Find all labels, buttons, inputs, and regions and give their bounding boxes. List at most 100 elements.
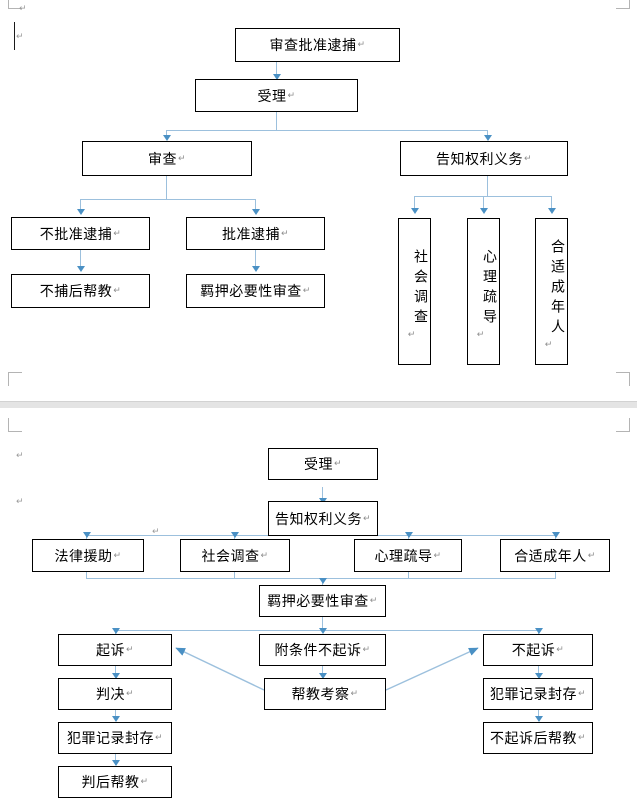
arrowhead-icon xyxy=(405,532,413,538)
flow-node-审查批准逮捕[interactable]: 审查批准逮捕↵ xyxy=(235,28,400,62)
paragraph-mark: ↵ xyxy=(140,777,149,787)
flow-node-社会调查[interactable]: 社会调查↵ xyxy=(180,539,290,572)
arrowhead-icon xyxy=(77,209,85,215)
flow-node-label: 受理 xyxy=(303,457,333,473)
flow-node-受理[interactable]: 受理↵ xyxy=(195,79,358,112)
connector-segment xyxy=(80,250,82,268)
flow-node-label: 社会调查 xyxy=(412,249,428,329)
connector-segment xyxy=(276,62,278,78)
flow-node-label: 心理疏导 xyxy=(374,548,433,565)
connector-segment xyxy=(322,487,324,501)
diagonal-connectors xyxy=(175,647,479,691)
flow-node-label: 合适成年人 xyxy=(514,548,587,565)
document-page-1: ↵ ↵ 审查批准逮捕↵ xyxy=(8,0,630,386)
flow-node-label: 羁押必要性审查 xyxy=(267,594,369,610)
paragraph-mark: ↵ xyxy=(577,689,587,699)
flow-node-羁押必要性审查[interactable]: 羁押必要性审查↵ xyxy=(186,274,325,308)
paragraph-mark: ↵ xyxy=(125,645,135,655)
flow-node-合适成年人[interactable]: 合适成年人↵ xyxy=(535,218,568,365)
paragraph-mark: ↵ xyxy=(16,451,24,461)
paragraph-mark: ↵ xyxy=(350,689,359,699)
arrowhead-icon xyxy=(319,628,327,634)
crop-mark-bottom-right xyxy=(616,372,630,386)
arrowhead-icon xyxy=(411,208,419,214)
connector-segment xyxy=(322,617,324,630)
flow-node-判决[interactable]: 判决↵ xyxy=(58,678,172,710)
connector-segment xyxy=(115,666,117,677)
flow-node-不起诉后帮教[interactable]: 不起诉后帮教↵ xyxy=(483,722,593,754)
flow-node-心理疏导[interactable]: 心理疏导↵ xyxy=(354,539,462,572)
flow-node-label: 判决 xyxy=(95,687,125,703)
flow-node-不批准逮捕[interactable]: 不批准逮捕↵ xyxy=(11,217,150,250)
flow-node-label: 羁押必要性审查 xyxy=(200,284,302,300)
connector-segment xyxy=(166,130,168,139)
connector-segment xyxy=(408,566,410,579)
flow-node-合适成年人[interactable]: 合适成年人↵ xyxy=(500,539,610,572)
flow-node-label: 审查批准逮捕 xyxy=(269,38,357,54)
flow-node-犯罪记录封存-right[interactable]: 犯罪记录封存↵ xyxy=(483,678,593,710)
flow-node-审查[interactable]: 审查↵ xyxy=(82,141,252,176)
paragraph-mark: ↵ xyxy=(362,645,371,655)
flow-node-label: 不捕后帮教 xyxy=(39,284,113,300)
flow-node-法律援助[interactable]: 法律援助↵ xyxy=(32,539,144,572)
flow-node-label: 起诉 xyxy=(95,643,125,659)
paragraph-mark: ↵ xyxy=(433,550,442,561)
paragraph-mark: ↵ xyxy=(113,286,122,296)
flow-node-起诉[interactable]: 起诉↵ xyxy=(58,634,172,666)
flow-node-label: 不起诉 xyxy=(511,643,556,659)
connector-segment xyxy=(276,112,278,130)
flow-node-label: 心理疏导 xyxy=(481,249,497,329)
flow-node-判后帮教[interactable]: 判后帮教↵ xyxy=(58,766,172,798)
paragraph-mark: ↵ xyxy=(154,733,164,743)
crop-mark-bottom-left xyxy=(8,372,22,386)
paragraph-mark: ↵ xyxy=(113,228,122,239)
flow-node-附条件不起诉[interactable]: 附条件不起诉↵ xyxy=(259,634,386,666)
arrowhead-icon xyxy=(231,532,239,538)
connector-segment xyxy=(86,566,88,579)
arrowhead-icon xyxy=(535,716,543,722)
connector-segment xyxy=(255,250,257,268)
paragraph-mark: ↵ xyxy=(523,153,533,164)
paragraph-mark: ↵ xyxy=(19,4,27,14)
flow-node-受理[interactable]: 受理↵ xyxy=(268,448,378,480)
connector-segment xyxy=(115,710,117,721)
crop-mark-top-left xyxy=(8,418,22,432)
flow-node-告知权利义务[interactable]: 告知权利义务↵ xyxy=(268,501,378,536)
arrowhead-icon xyxy=(112,628,120,634)
flow-node-label: 告知权利义务 xyxy=(435,151,523,168)
flow-node-不捕后帮教[interactable]: 不捕后帮教↵ xyxy=(11,274,150,308)
paragraph-mark: ↵ xyxy=(476,330,491,340)
paragraph-mark: ↵ xyxy=(357,40,366,50)
arrowhead-icon xyxy=(548,208,556,214)
flow-node-批准逮捕[interactable]: 批准逮捕↵ xyxy=(186,217,325,250)
paragraph-mark: ↵ xyxy=(16,497,24,507)
flow-node-告知权利义务[interactable]: 告知权利义务↵ xyxy=(400,141,568,176)
flow-node-犯罪记录封存-left[interactable]: 犯罪记录封存↵ xyxy=(58,722,172,754)
paragraph-mark: ↵ xyxy=(152,527,160,537)
flow-node-label: 合适成年人 xyxy=(549,239,565,339)
flow-node-心理疏导[interactable]: 心理疏导↵ xyxy=(467,218,500,365)
arrowhead-icon xyxy=(480,208,488,214)
crop-mark-top-left xyxy=(8,0,22,9)
paragraph-mark: ↵ xyxy=(362,513,372,524)
arrowhead-icon xyxy=(112,760,120,766)
connector-segment xyxy=(115,630,539,632)
paragraph-mark: ↵ xyxy=(369,596,378,606)
connector-segment xyxy=(115,754,117,765)
flow-node-label: 不起诉后帮教 xyxy=(489,731,577,747)
arrowhead-icon xyxy=(252,266,260,272)
connector-segment xyxy=(483,196,485,210)
arrowhead-icon xyxy=(273,74,281,80)
flow-node-帮教考察[interactable]: 帮教考察↵ xyxy=(264,678,386,710)
flow-node-不起诉[interactable]: 不起诉↵ xyxy=(483,634,593,666)
flow-node-羁押必要性审查[interactable]: 羁押必要性审查↵ xyxy=(259,585,386,617)
flow-node-label: 判后帮教 xyxy=(81,775,140,791)
flow-node-社会调查[interactable]: 社会调查↵ xyxy=(398,218,431,365)
connector-segment xyxy=(166,176,168,199)
arrowhead-icon xyxy=(552,532,560,538)
flow-node-label: 审查 xyxy=(147,151,177,168)
arrowhead-icon xyxy=(112,673,120,679)
connector-segment xyxy=(234,566,236,579)
arrowhead-icon xyxy=(77,266,85,272)
